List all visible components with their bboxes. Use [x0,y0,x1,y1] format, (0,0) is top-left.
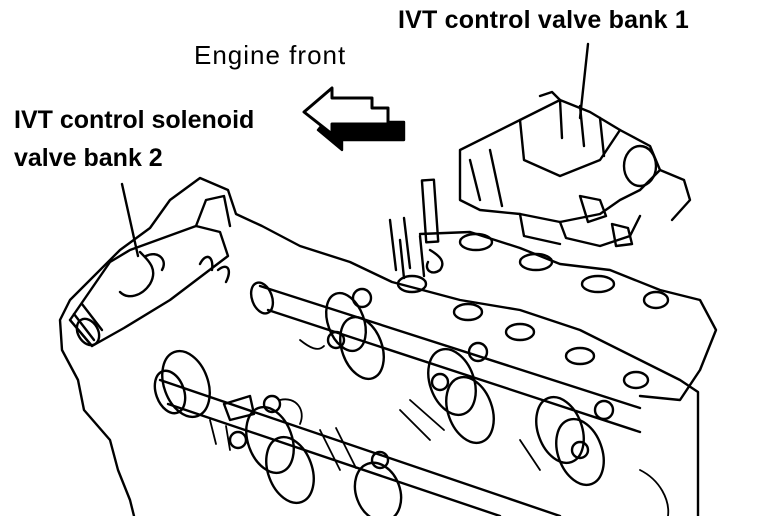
detail-strokes [209,339,670,516]
camshaft-rear [153,349,562,516]
head-bolts [228,287,615,470]
label-ivt-control-solenoid-line2: valve bank 2 [14,144,163,172]
label-ivt-control-solenoid-line1: IVT control solenoid [14,106,255,134]
leader-line-bank2 [120,182,140,258]
camshaft-front [249,281,642,487]
label-ivt-control-valve-bank1: IVT control valve bank 1 [398,6,690,34]
ivt-control-valve-bank1 [458,90,692,248]
leader-line-bank1 [578,42,590,120]
label-engine-front: Engine front [194,40,347,70]
intake-ports [388,178,718,402]
solenoid-valve-bank2 [68,194,232,348]
engine-front-arrow-icon [302,86,406,152]
cylinder-head-outline [58,176,700,516]
